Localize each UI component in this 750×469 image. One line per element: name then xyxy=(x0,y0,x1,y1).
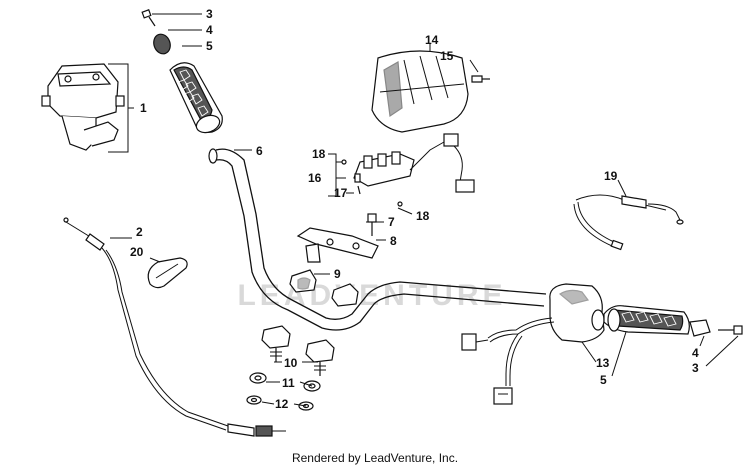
callout-6: 6 xyxy=(256,144,263,158)
grip-part-left xyxy=(169,62,223,134)
callout-8: 8 xyxy=(390,234,397,248)
choke-cable-part xyxy=(573,194,684,251)
callout-14: 14 xyxy=(425,33,439,47)
mount-bolt-part xyxy=(367,213,377,236)
washer-part-left xyxy=(246,395,262,405)
callout-11: 11 xyxy=(282,376,295,390)
pin-part xyxy=(354,173,361,195)
callout-9: 9 xyxy=(334,267,341,281)
callout-16: 16 xyxy=(308,171,322,185)
upper-cap-part-right xyxy=(331,283,359,307)
windshield-part xyxy=(371,50,469,133)
callout-12: 12 xyxy=(275,397,289,411)
callout-19: 19 xyxy=(604,169,618,183)
screw-part-right xyxy=(718,325,743,335)
windshield-screw-part xyxy=(471,75,490,83)
callout-20: 20 xyxy=(130,245,144,259)
callout-13: 13 xyxy=(596,356,610,370)
callout-17: 17 xyxy=(334,186,348,200)
callout-1: 1 xyxy=(140,101,147,115)
rendered-by-footer: Rendered by LeadVenture, Inc. xyxy=(291,451,459,465)
screw-part-18-bottom xyxy=(397,201,403,207)
upper-cap-part-left xyxy=(289,269,317,293)
cable-tie-part xyxy=(147,257,188,289)
callout-5-top: 5 xyxy=(206,39,213,53)
screw-part-18-top xyxy=(341,159,347,165)
right-wiring-harness-part xyxy=(461,317,555,405)
throttle-cable-part xyxy=(63,217,286,437)
callout-4-top: 4 xyxy=(206,23,213,37)
callout-3-bottom: 3 xyxy=(692,361,699,375)
callout-7: 7 xyxy=(388,215,395,229)
throttle-control-housing-part xyxy=(549,283,605,343)
lower-clamp-part-right xyxy=(305,339,335,376)
nut-part-left xyxy=(249,372,267,384)
callout-15: 15 xyxy=(440,49,454,63)
callout-18-bottom: 18 xyxy=(416,209,430,223)
callout-18-top: 18 xyxy=(312,147,326,161)
handlebar-part xyxy=(208,148,547,331)
callout-5-bottom: 5 xyxy=(600,373,607,387)
callout-3-top: 3 xyxy=(206,7,213,21)
switch-bracket-part xyxy=(353,133,475,193)
mount-bracket-part xyxy=(296,227,379,263)
end-cap-part-right xyxy=(689,319,711,337)
lower-clamp-part-left xyxy=(261,325,291,362)
screw-part-left xyxy=(141,9,156,27)
throttle-housing-part xyxy=(41,63,125,151)
callout-10: 10 xyxy=(284,356,298,370)
end-cap-part-left xyxy=(153,33,171,55)
callout-2: 2 xyxy=(136,225,143,239)
callout-4-bottom: 4 xyxy=(692,346,699,360)
grip-part-right xyxy=(603,305,690,335)
